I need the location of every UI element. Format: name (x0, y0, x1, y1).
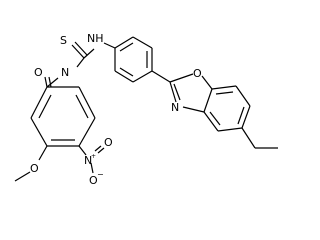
bond (203, 111, 219, 132)
atom-label-oxazole-nitrogen: N (171, 101, 179, 114)
atom-label-layer: O N S NH O N N + O O − O (30, 32, 202, 187)
bond (169, 73, 194, 83)
atom-label-nitro-nitrogen-charge: + (91, 153, 96, 160)
bond (94, 145, 102, 152)
bond (211, 85, 237, 90)
bond (71, 44, 85, 59)
bond (76, 57, 85, 68)
bond (30, 117, 48, 147)
atom-label-sulfur: S (60, 34, 67, 47)
bond (201, 75, 213, 90)
bond (97, 147, 105, 154)
bond (132, 36, 153, 49)
bond (169, 81, 177, 103)
bond (14, 171, 31, 182)
bond (241, 105, 251, 129)
bond (173, 83, 181, 101)
bond (78, 86, 96, 119)
bond (48, 76, 52, 88)
bond (38, 145, 48, 161)
bond (44, 76, 48, 88)
bond (209, 111, 221, 126)
atom-label-oxazole-oxygen: O (193, 67, 202, 80)
bond (38, 94, 52, 119)
bond (74, 41, 88, 56)
bond (30, 86, 48, 119)
bond (78, 117, 96, 147)
atom-label-nitro-nitrogen: N (84, 154, 92, 167)
bond (119, 42, 134, 52)
atom-label-amine-nitrogen: NH (87, 32, 104, 45)
bond (151, 70, 171, 83)
atom-label-nitro-oxygen-top: O (104, 136, 113, 149)
atom-label-amide-nitrogen: N (61, 66, 69, 79)
atom-label-nitro-oxygen-charge: − (97, 170, 104, 179)
bond (46, 77, 59, 88)
bond (78, 145, 87, 156)
bond (182, 106, 205, 113)
bond (237, 106, 245, 125)
bond-layer (14, 36, 278, 182)
bond (114, 70, 134, 83)
bond (203, 88, 213, 113)
bond (90, 162, 94, 174)
bond (217, 127, 243, 132)
bond (114, 36, 134, 49)
bond (215, 91, 234, 95)
atom-label-carbonyl-oxygen: O (34, 66, 43, 79)
bond (75, 94, 89, 119)
bond (241, 127, 256, 149)
molecule-structure: O N S NH O N N + O O − O (14, 32, 278, 187)
atom-label-nitro-oxygen-bottom: O (89, 174, 98, 187)
atom-label-methoxy-oxygen: O (30, 162, 39, 175)
bond (119, 67, 134, 77)
bond (83, 48, 95, 59)
bond (235, 85, 251, 107)
molecule-canvas: O N S NH O N N + O O − O (14, 32, 278, 187)
bond (103, 42, 116, 49)
bond (132, 70, 153, 83)
